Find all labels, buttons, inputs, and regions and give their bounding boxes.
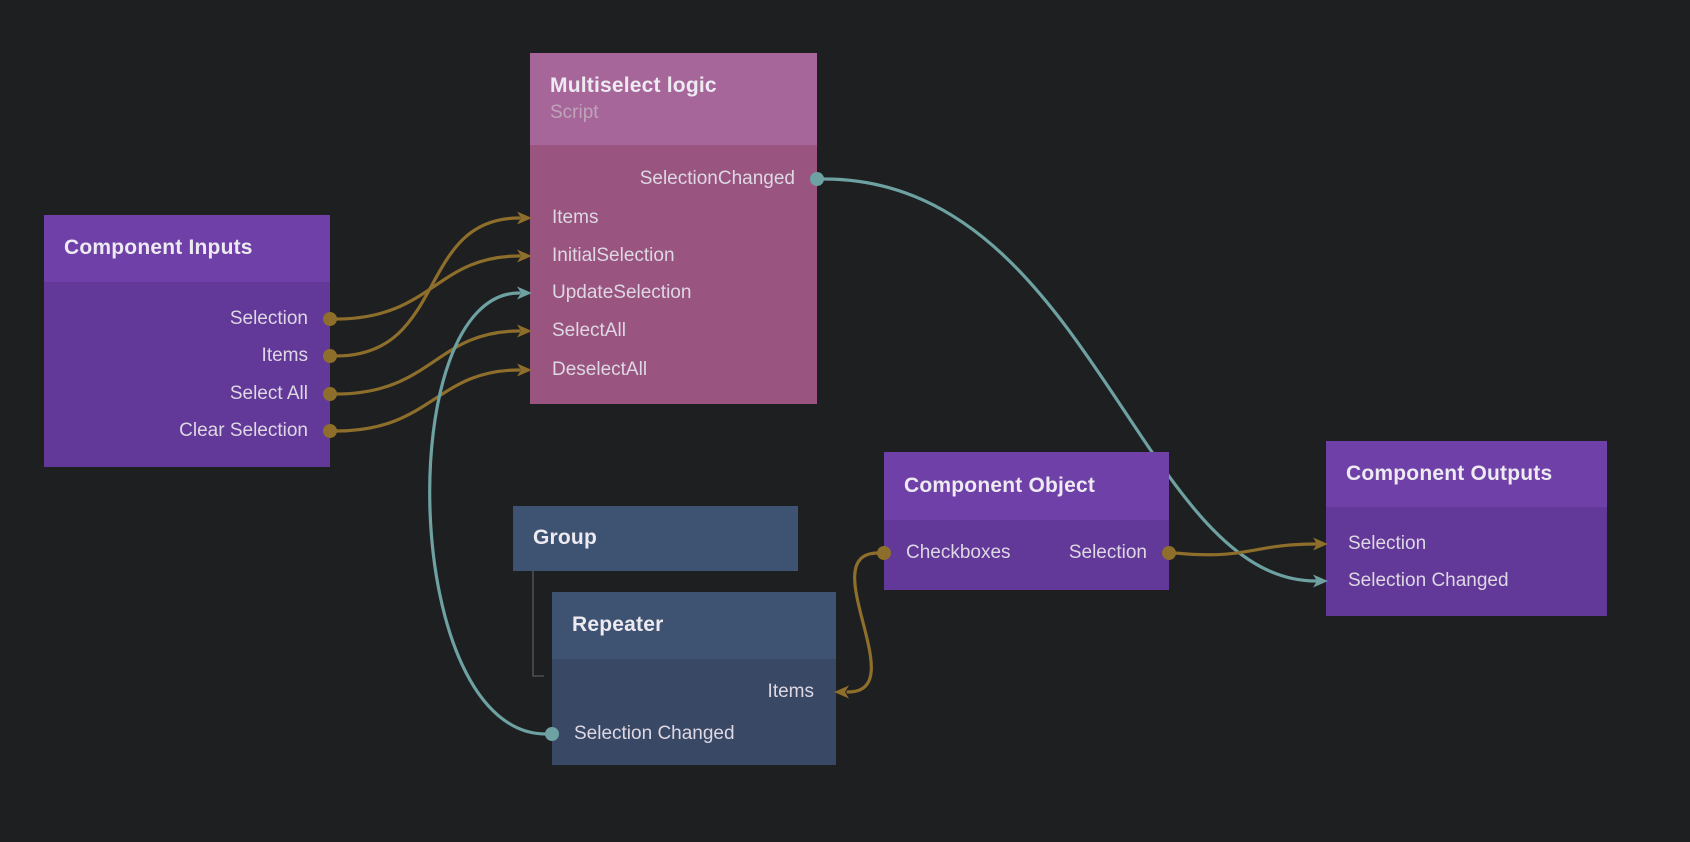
- wire-inputs-selectall-to-selectall[interactable]: [334, 329, 521, 396]
- component-inputs-items-output-dot[interactable]: [323, 349, 337, 363]
- component-object-checkboxes-output-dot[interactable]: [877, 546, 891, 560]
- component-outputs-selection-input-arrow[interactable]: [1313, 537, 1328, 551]
- port-label-checkboxes: Checkboxes: [906, 542, 1011, 563]
- port-label-selectall: SelectAll: [552, 320, 626, 341]
- multiselect-logic-deselectall-input-arrow[interactable]: [517, 363, 532, 377]
- wire-repeater-selectionchanged-to-updateselection[interactable]: [428, 291, 548, 736]
- port-label-selectionchanged: SelectionChanged: [639, 168, 795, 189]
- wire-script-selectionchanged-to-outputs-selectionchanged[interactable]: [822, 177, 1318, 583]
- node-title: Component Inputs: [64, 236, 253, 260]
- port-label-items: Items: [767, 681, 814, 702]
- multiselect-logic-initialselection-input-arrow[interactable]: [517, 249, 532, 263]
- port-label-deselectall: DeselectAll: [552, 359, 648, 380]
- node-title: Repeater: [572, 613, 664, 637]
- multiselect-logic-selectall-input-arrow[interactable]: [517, 324, 532, 338]
- wire-inputs-clearselection-to-deselectall[interactable]: [334, 368, 521, 433]
- component-inputs-select-all-output-dot[interactable]: [323, 387, 337, 401]
- node-header[interactable]: Group: [513, 506, 798, 571]
- port-label-items: Items: [261, 345, 308, 366]
- node-title: Group: [533, 526, 597, 550]
- component-inputs-clear-selection-output-dot[interactable]: [323, 424, 337, 438]
- port-label-selection-changed: Selection Changed: [574, 723, 735, 744]
- node-header[interactable]: Component Object: [884, 452, 1169, 520]
- node-subtitle: Script: [550, 101, 599, 123]
- node-body: Checkboxes Selection: [884, 520, 1169, 590]
- node-title: Multiselect logic: [550, 74, 717, 98]
- port-label-selection: Selection: [1348, 533, 1427, 554]
- wire-object-checkboxes-to-repeater-items[interactable]: [846, 551, 880, 694]
- repeater-items-input-arrow[interactable]: [834, 685, 849, 699]
- port-label-updateselection: UpdateSelection: [552, 282, 692, 303]
- node-header[interactable]: Component Inputs: [44, 215, 330, 282]
- node-header[interactable]: Repeater: [552, 592, 836, 659]
- port-label-select-all: Select All: [229, 383, 308, 404]
- multiselect-logic-items-input-arrow[interactable]: [517, 211, 532, 225]
- port-label-selection: Selection: [229, 308, 308, 329]
- multiselect-logic-updateselection-input-arrow[interactable]: [517, 286, 532, 300]
- port-label-initialselection: InitialSelection: [552, 245, 675, 266]
- component-object-selection-output-dot[interactable]: [1162, 546, 1176, 560]
- node-title: Component Outputs: [1346, 461, 1553, 485]
- node-group[interactable]: Group: [513, 506, 798, 571]
- port-label-selection: Selection: [1068, 542, 1147, 563]
- port-label-clear-selection: Clear Selection: [179, 420, 308, 441]
- hierarchy-connector-line: [532, 571, 544, 677]
- node-title: Component Object: [904, 473, 1096, 497]
- wire-inputs-items-to-items[interactable]: [334, 216, 521, 358]
- multiselect-logic-selectionchanged-output-dot[interactable]: [810, 172, 824, 186]
- component-outputs-selection-changed-input-arrow[interactable]: [1313, 574, 1328, 588]
- repeater-selection-changed-output-dot[interactable]: [545, 727, 559, 741]
- component-inputs-selection-output-dot[interactable]: [323, 312, 337, 326]
- port-label-items: Items: [552, 207, 599, 228]
- node-header[interactable]: Component Outputs: [1326, 441, 1607, 507]
- wire-object-selection-to-outputs-selection[interactable]: [1173, 542, 1318, 557]
- port-label-selection-changed: Selection Changed: [1348, 570, 1509, 591]
